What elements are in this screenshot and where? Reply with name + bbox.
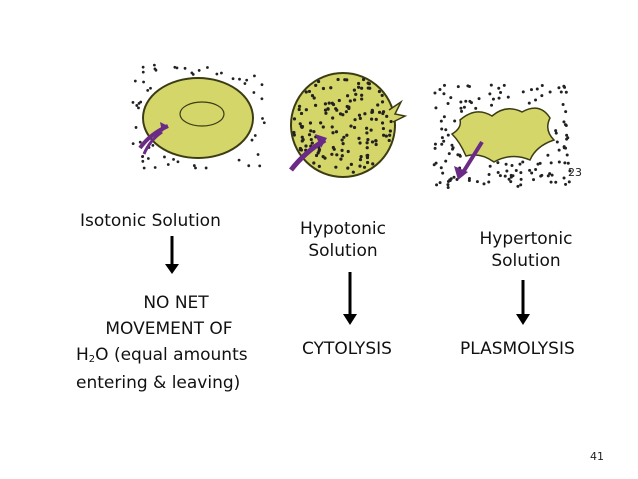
hypotonic-title: Hypotonic Solution: [288, 218, 398, 262]
hypertonic-down-arrow: [516, 280, 530, 325]
hypotonic-cell: [290, 72, 396, 178]
isotonic-result-rest: O (equal amounts: [95, 345, 248, 365]
hypotonic-cell-illustration: [289, 72, 408, 178]
hypotonic-title-line1: Hypotonic: [300, 219, 386, 239]
isotonic-result-line4: entering & leaving): [76, 373, 241, 393]
hypotonic-title-line2: Solution: [308, 241, 378, 261]
slide-reference-number: 23: [568, 166, 582, 179]
hypertonic-result: PLASMOLYSIS: [460, 339, 575, 359]
hypotonic-arrowhead: [315, 134, 327, 148]
hypotonic-down-arrow: [343, 272, 357, 325]
isotonic-result-line2: MOVEMENT OF: [105, 319, 233, 339]
isotonic-water-arrow-out: [142, 130, 163, 155]
hypertonic-title-line1: Hypertonic: [479, 229, 573, 249]
hypertonic-cell-illustration: [432, 83, 572, 190]
hypotonic-result: CYTOLYSIS: [302, 339, 392, 359]
isotonic-result-line3: H2O (equal amounts: [76, 342, 248, 373]
hypertonic-dots: [432, 83, 572, 190]
hypertonic-arrowhead: [454, 166, 468, 180]
isotonic-result-line1: NO NET: [143, 293, 209, 313]
isotonic-cell: [142, 77, 254, 159]
hypotonic-burst: [388, 99, 408, 123]
hypertonic-shrunken-cell: [450, 107, 556, 163]
isotonic-arrowhead: [160, 122, 168, 132]
page-number: 41: [590, 450, 604, 463]
isotonic-result: NO NET MOVEMENT OF: [76, 290, 276, 342]
isotonic-result-h: H: [76, 345, 89, 365]
hypertonic-title-line2: Solution: [491, 251, 561, 271]
isotonic-dots: [131, 63, 266, 170]
isotonic-title: Isotonic Solution: [80, 211, 221, 231]
hypertonic-title: Hypertonic Solution: [466, 228, 586, 272]
isotonic-vacuole: [179, 101, 225, 127]
isotonic-result-subscript: 2: [88, 354, 96, 365]
isotonic-down-arrow: [165, 236, 179, 274]
isotonic-cell-illustration: [131, 63, 266, 170]
hypotonic-internal-dots: [292, 77, 393, 174]
